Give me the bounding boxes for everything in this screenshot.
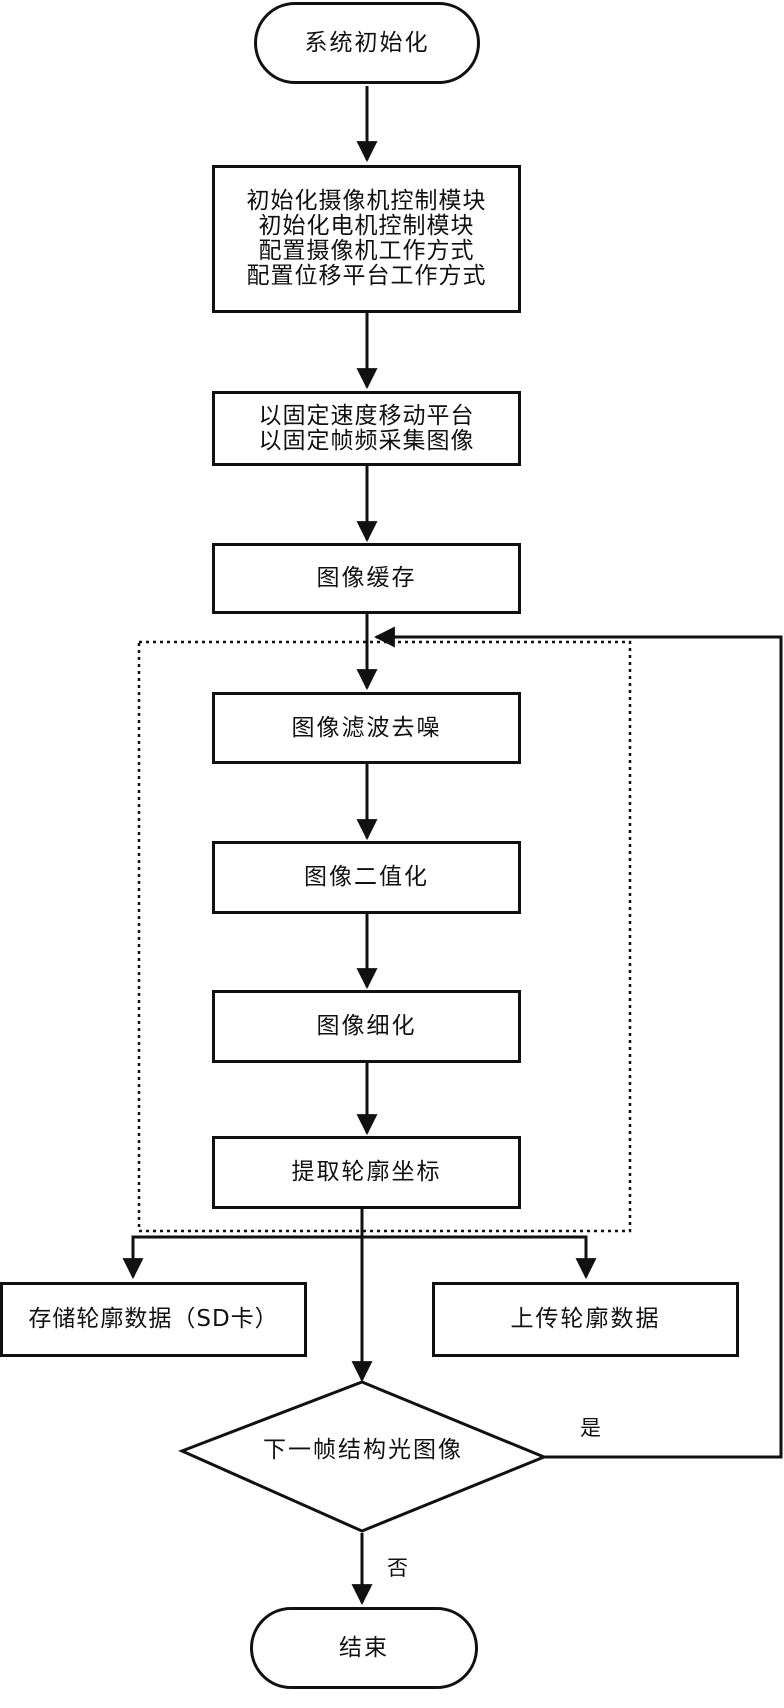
move-line-2: 以固定帧频采集图像	[258, 427, 475, 454]
arrow-extract-to-upload	[362, 1235, 597, 1280]
decision-node: 下一帧结构光图像	[182, 1428, 544, 1472]
image-cache-process: 图像缓存	[212, 543, 521, 614]
image-thinning-text: 图像细化	[316, 1013, 417, 1039]
end-node-text: 结束	[339, 1634, 389, 1661]
upload-contour-process: 上传轮廓数据	[432, 1282, 739, 1357]
init-line-1: 初始化摄像机控制模块	[246, 188, 487, 214]
init-line-3: 配置摄像机工作方式	[258, 238, 475, 264]
extract-contour-process: 提取轮廓坐标	[212, 1136, 521, 1209]
extract-contour-text: 提取轮廓坐标	[291, 1159, 442, 1185]
move-capture-process: 以固定速度移动平台 以固定帧频采集图像	[212, 391, 521, 466]
yes-label: 是	[580, 1416, 602, 1440]
image-filter-process: 图像滤波去噪	[212, 692, 521, 764]
arrow-extract-to-store	[122, 1209, 364, 1280]
init-process: 初始化摄像机控制模块 初始化电机控制模块 配置摄像机工作方式 配置位移平台工作方…	[212, 165, 521, 313]
decision-text: 下一帧结构光图像	[263, 1436, 463, 1463]
init-line-2: 初始化电机控制模块	[258, 213, 475, 239]
start-node: 系统初始化	[254, 2, 480, 84]
no-label: 否	[387, 1556, 409, 1580]
processing-loop-boundary	[137, 640, 632, 1233]
start-node-text: 系统初始化	[304, 29, 430, 56]
decision-diamond	[178, 1380, 548, 1533]
arrow-decision-yes-loop	[373, 626, 783, 1459]
store-contour-text: 存储轮廓数据（SD卡）	[28, 1306, 279, 1332]
upload-contour-text: 上传轮廓数据	[510, 1306, 661, 1332]
image-filter-text: 图像滤波去噪	[291, 714, 442, 741]
init-line-4: 配置位移平台工作方式	[246, 263, 487, 289]
image-binarize-text: 图像二值化	[304, 864, 429, 890]
image-binarize-process: 图像二值化	[212, 841, 521, 914]
end-node: 结束	[250, 1607, 478, 1689]
image-cache-text: 图像缓存	[316, 565, 417, 591]
image-thinning-process: 图像细化	[212, 990, 521, 1063]
move-line-1: 以固定速度移动平台	[258, 402, 475, 429]
store-contour-process: 存储轮廓数据（SD卡）	[0, 1282, 307, 1357]
